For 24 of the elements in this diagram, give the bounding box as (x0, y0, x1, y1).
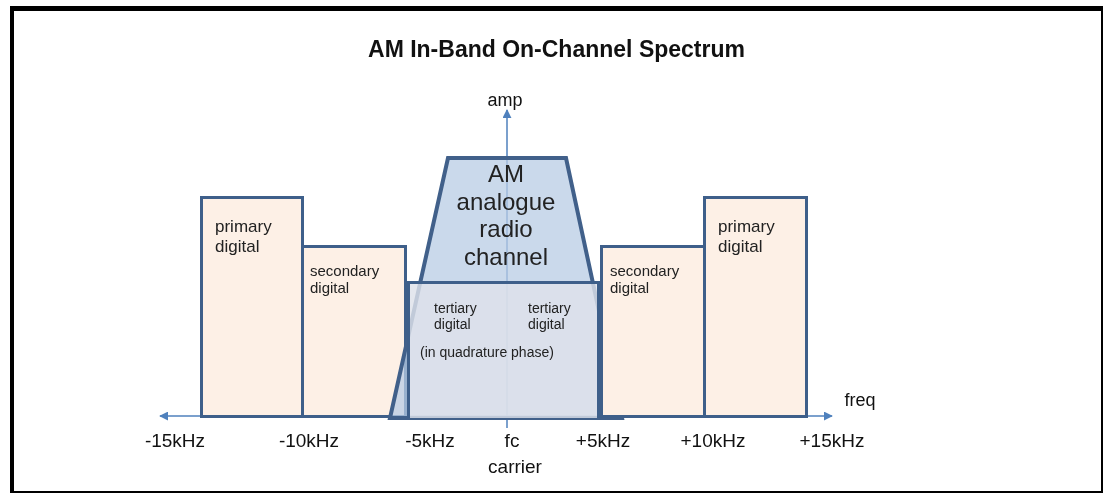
spectrum-band (200, 196, 304, 418)
axis-label: amp (487, 90, 523, 111)
tick-label: +5kHz (575, 430, 631, 452)
band-label: tertiary digital (434, 300, 478, 333)
band-label: tertiary digital (528, 300, 572, 333)
tick-label: +10kHz (680, 430, 746, 452)
tick-label: -15kHz (144, 430, 206, 452)
band-label: secondary digital (310, 262, 381, 297)
axis-caption: carrier (488, 456, 542, 478)
band-label: primary digital (215, 217, 273, 257)
band-label: (in quadrature phase) (420, 344, 554, 361)
spectrum-band (407, 281, 600, 418)
tick-label: fc (504, 430, 520, 452)
tick-label: -5kHz (405, 430, 455, 452)
spectrum-band (600, 245, 706, 418)
spectrum-band (301, 245, 407, 418)
tick-label: +15kHz (799, 430, 865, 452)
band-label: primary digital (718, 217, 776, 257)
spectrum-band (703, 196, 808, 418)
band-label: secondary digital (610, 262, 681, 297)
channel-label: AM analogue radio channel (455, 160, 557, 271)
title: AM In-Band On-Channel Spectrum (367, 36, 746, 63)
tick-label: -10kHz (278, 430, 340, 452)
axis-label: freq (844, 390, 876, 411)
